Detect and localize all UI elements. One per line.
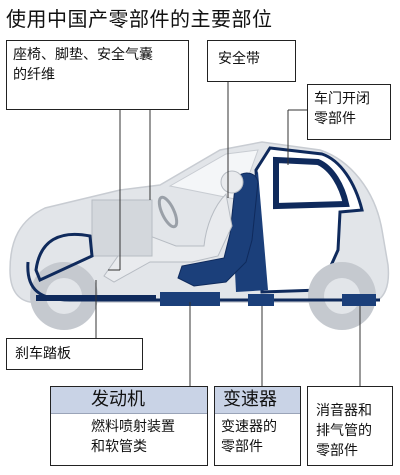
transmission-block bbox=[160, 292, 220, 306]
callout-muffler-line-3: 零部件 bbox=[316, 443, 358, 459]
driver-head bbox=[220, 170, 244, 194]
callout-brake-pedal-label: 刹车踏板 bbox=[15, 346, 71, 362]
leader-lines bbox=[95, 82, 361, 386]
callout-muffler-line-2: 排气管的 bbox=[316, 423, 372, 439]
underbody-outline bbox=[34, 232, 94, 283]
callout-seat-belt-label: 安全带 bbox=[218, 51, 260, 67]
muffler-block bbox=[342, 294, 376, 306]
engine-block bbox=[91, 199, 153, 257]
callout-transmission-line-2: 零部件 bbox=[221, 439, 263, 455]
callout-engine-line-1: 燃料喷射装置 bbox=[91, 419, 175, 435]
steering-wheel bbox=[157, 195, 179, 229]
door-window bbox=[273, 156, 350, 210]
callout-door-parts-line-1: 车门开闭 bbox=[314, 91, 370, 107]
callout-seat-belt: 安全带 bbox=[207, 40, 296, 82]
callout-transmission: 变速器 变速器的 零部件 bbox=[214, 386, 301, 466]
callout-seat-fibers-line-1: 座椅、脚垫、安全气囊 bbox=[13, 47, 153, 63]
driver-body bbox=[103, 192, 233, 283]
callout-door-parts-line-2: 零部件 bbox=[314, 111, 356, 127]
callout-seat-fibers-line-2: 的纤维 bbox=[13, 67, 55, 83]
callout-engine: 发动机 燃料喷射装置 和软管类 bbox=[50, 386, 208, 466]
callout-engine-header: 发动机 bbox=[51, 387, 207, 414]
callout-brake-pedal: 刹车踏板 bbox=[6, 338, 143, 370]
callout-transmission-line-1: 变速器的 bbox=[221, 419, 277, 435]
callout-muffler-exhaust: 消音器和 排气管的 零部件 bbox=[307, 386, 393, 466]
diagram-title: 使用中国产零部件的主要部位 bbox=[6, 7, 273, 31]
callout-muffler-line-1: 消音器和 bbox=[316, 403, 372, 419]
callout-engine-line-2: 和软管类 bbox=[91, 439, 147, 455]
callout-seat-fibers: 座椅、脚垫、安全气囊 的纤维 bbox=[6, 40, 189, 110]
callout-transmission-header: 变速器 bbox=[215, 387, 300, 414]
driver-seat bbox=[177, 172, 259, 287]
callout-door-parts: 车门开闭 零部件 bbox=[307, 84, 391, 140]
